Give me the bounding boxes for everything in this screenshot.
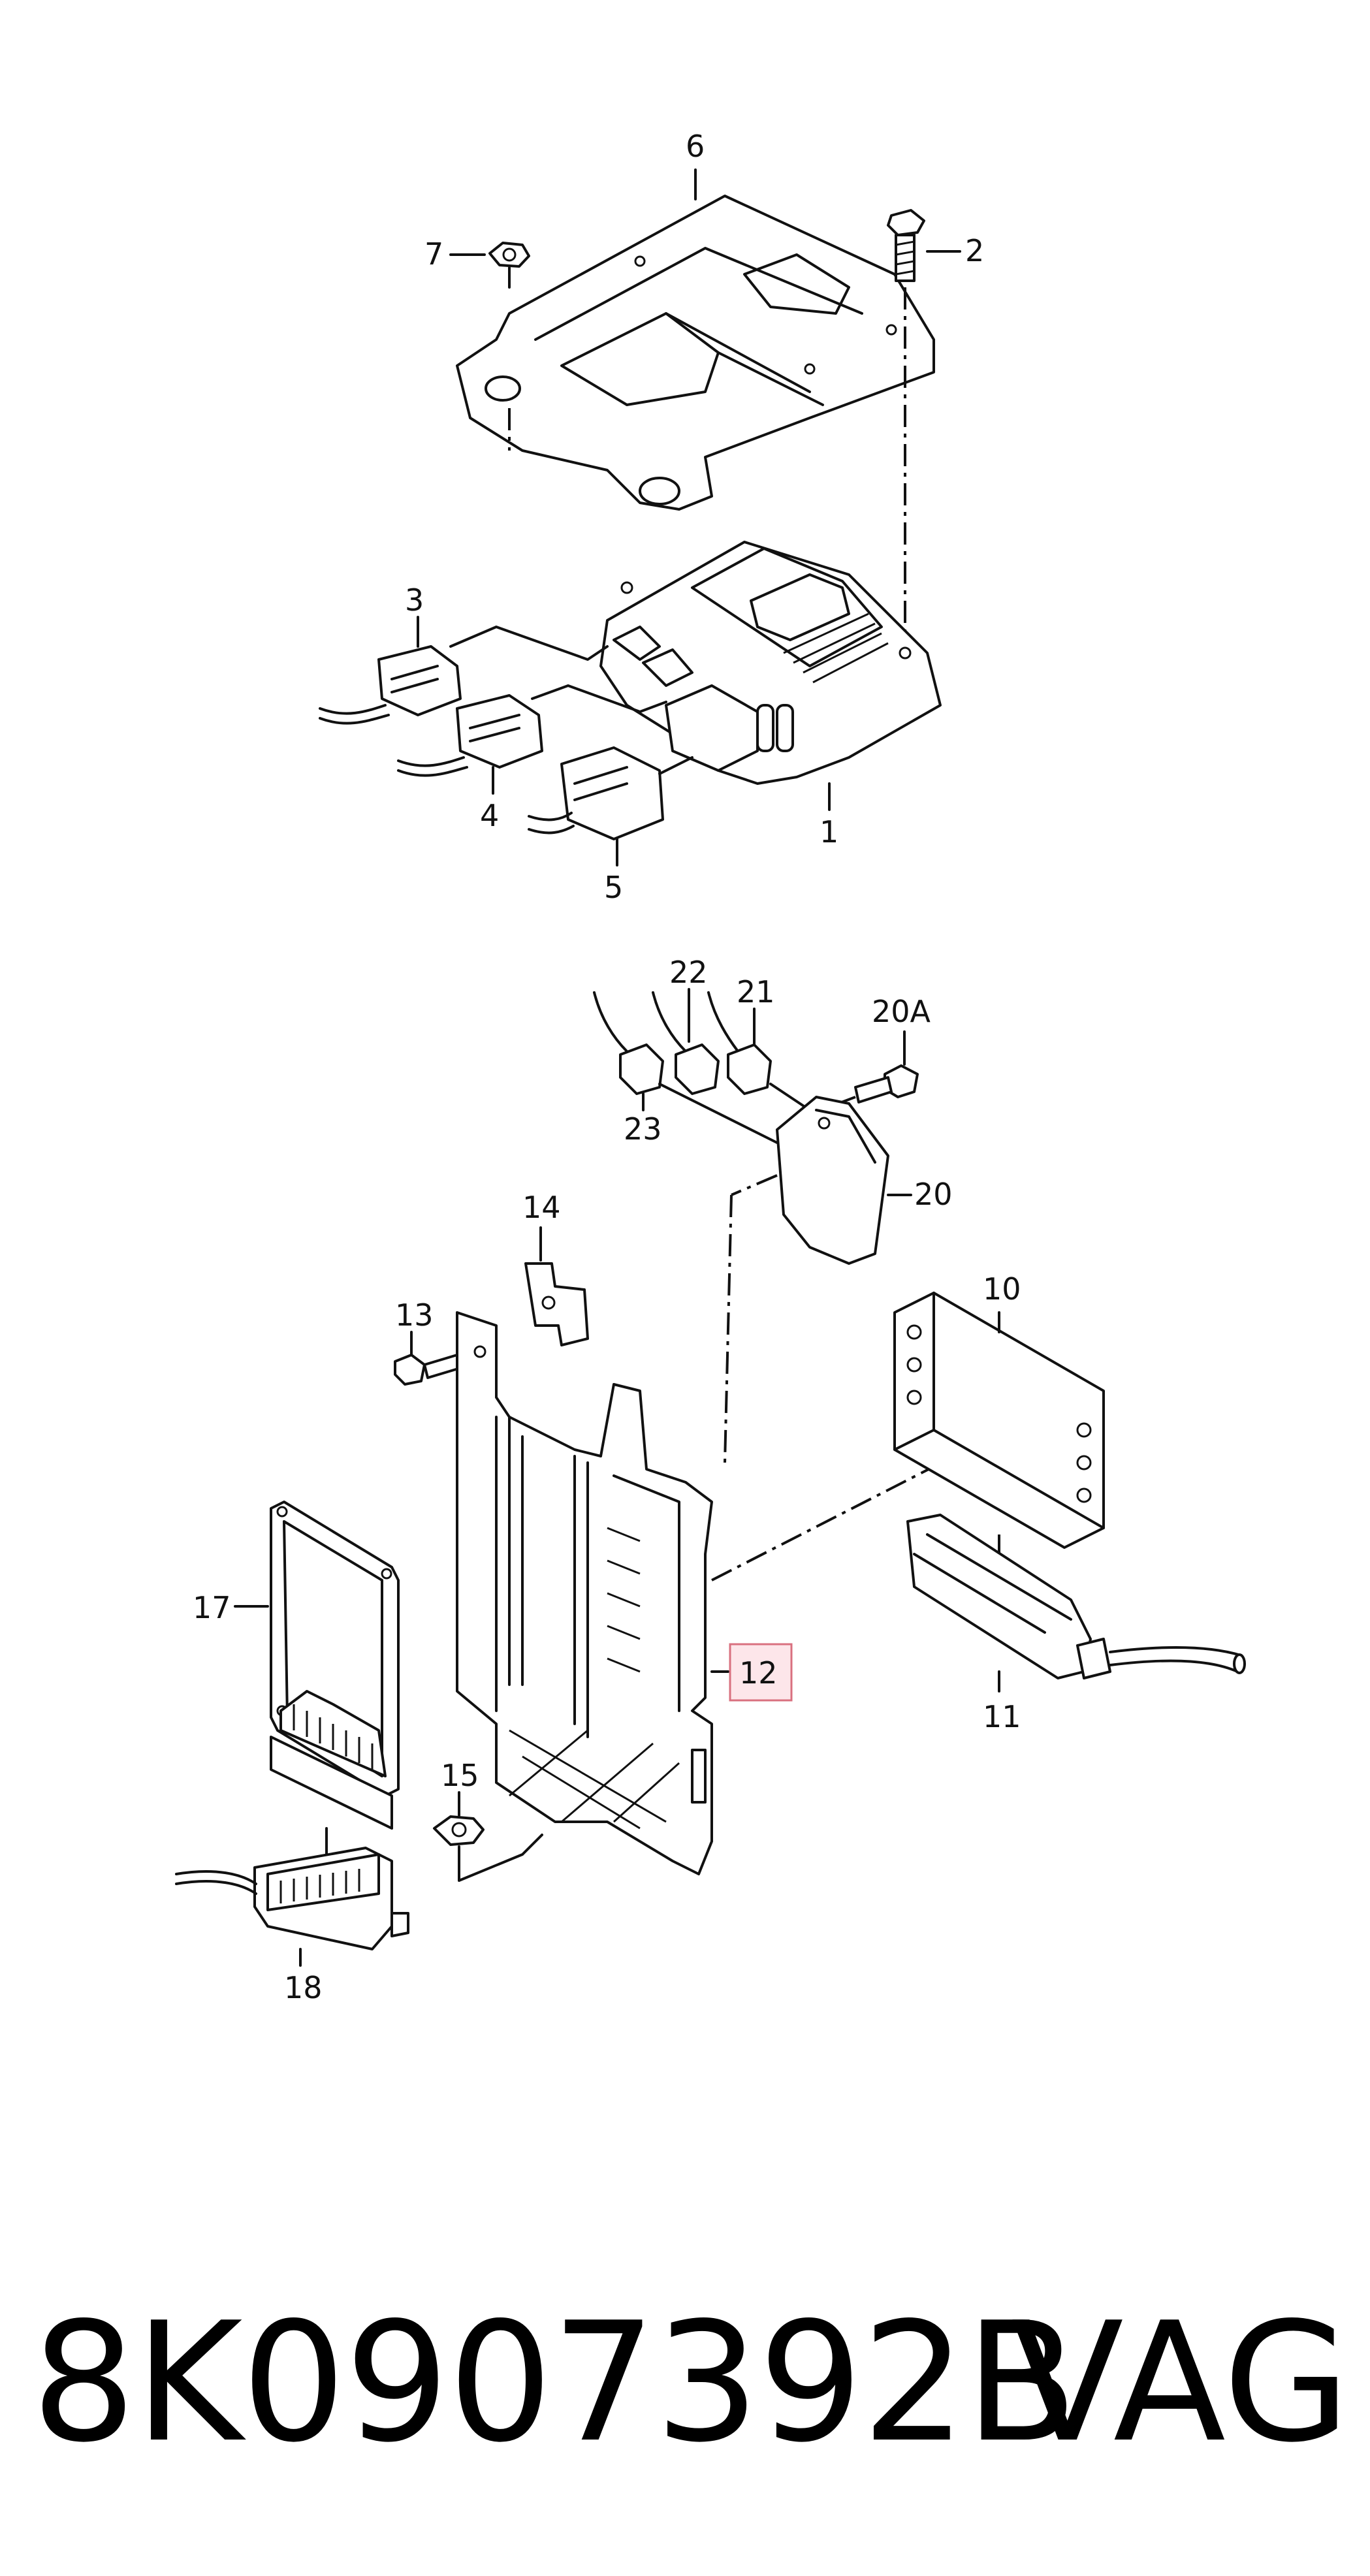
control-module-1	[599, 541, 942, 785]
callout-12-highlight	[729, 1643, 793, 1702]
part-number: 8K0907392B	[31, 2287, 1078, 2479]
mounting-bracket-12	[456, 1311, 713, 1875]
cover-plate-17	[234, 1501, 400, 1830]
clip-14	[524, 1226, 589, 1346]
callout-14: 14	[522, 1190, 561, 1225]
connector-11	[906, 1514, 1246, 1693]
nut-15	[433, 1791, 543, 1882]
callout-15: 15	[441, 1758, 479, 1793]
callout-2: 2	[965, 233, 984, 268]
cover-bracket-6	[456, 195, 935, 511]
callout-23: 23	[624, 1111, 662, 1147]
parts-diagram: 6 7 2 1 3	[175, 129, 1246, 2005]
callout-5: 5	[604, 870, 623, 905]
callout-20a: 20A	[872, 994, 931, 1029]
bolt-20a	[829, 1030, 919, 1108]
connector-3	[319, 645, 462, 725]
callout-6: 6	[686, 129, 705, 164]
connector-4	[397, 694, 543, 777]
nut-7	[449, 242, 530, 289]
callout-1: 1	[820, 814, 838, 850]
bolt-2	[887, 209, 961, 282]
callout-3: 3	[405, 582, 424, 618]
connector-18	[175, 1847, 409, 1967]
callout-22: 22	[669, 955, 708, 990]
callout-12: 12	[739, 1655, 778, 1691]
callout-17: 17	[193, 1590, 231, 1625]
sensor-module-20	[776, 1096, 912, 1265]
callout-18: 18	[284, 1970, 323, 2005]
control-unit-10	[893, 1292, 1105, 1549]
brand-name: VAG	[1011, 2287, 1350, 2479]
callout-20: 20	[914, 1177, 953, 1212]
callout-4: 4	[480, 798, 499, 833]
callout-11: 11	[983, 1699, 1021, 1734]
footer: 8K0907392B VAG	[0, 2285, 1370, 2481]
callout-13: 13	[395, 1297, 434, 1333]
connectors-21-22-23	[593, 991, 811, 1144]
callout-10: 10	[983, 1271, 1021, 1307]
callout-21: 21	[737, 974, 775, 1010]
connector-5	[528, 746, 664, 840]
callout-7: 7	[424, 236, 443, 272]
